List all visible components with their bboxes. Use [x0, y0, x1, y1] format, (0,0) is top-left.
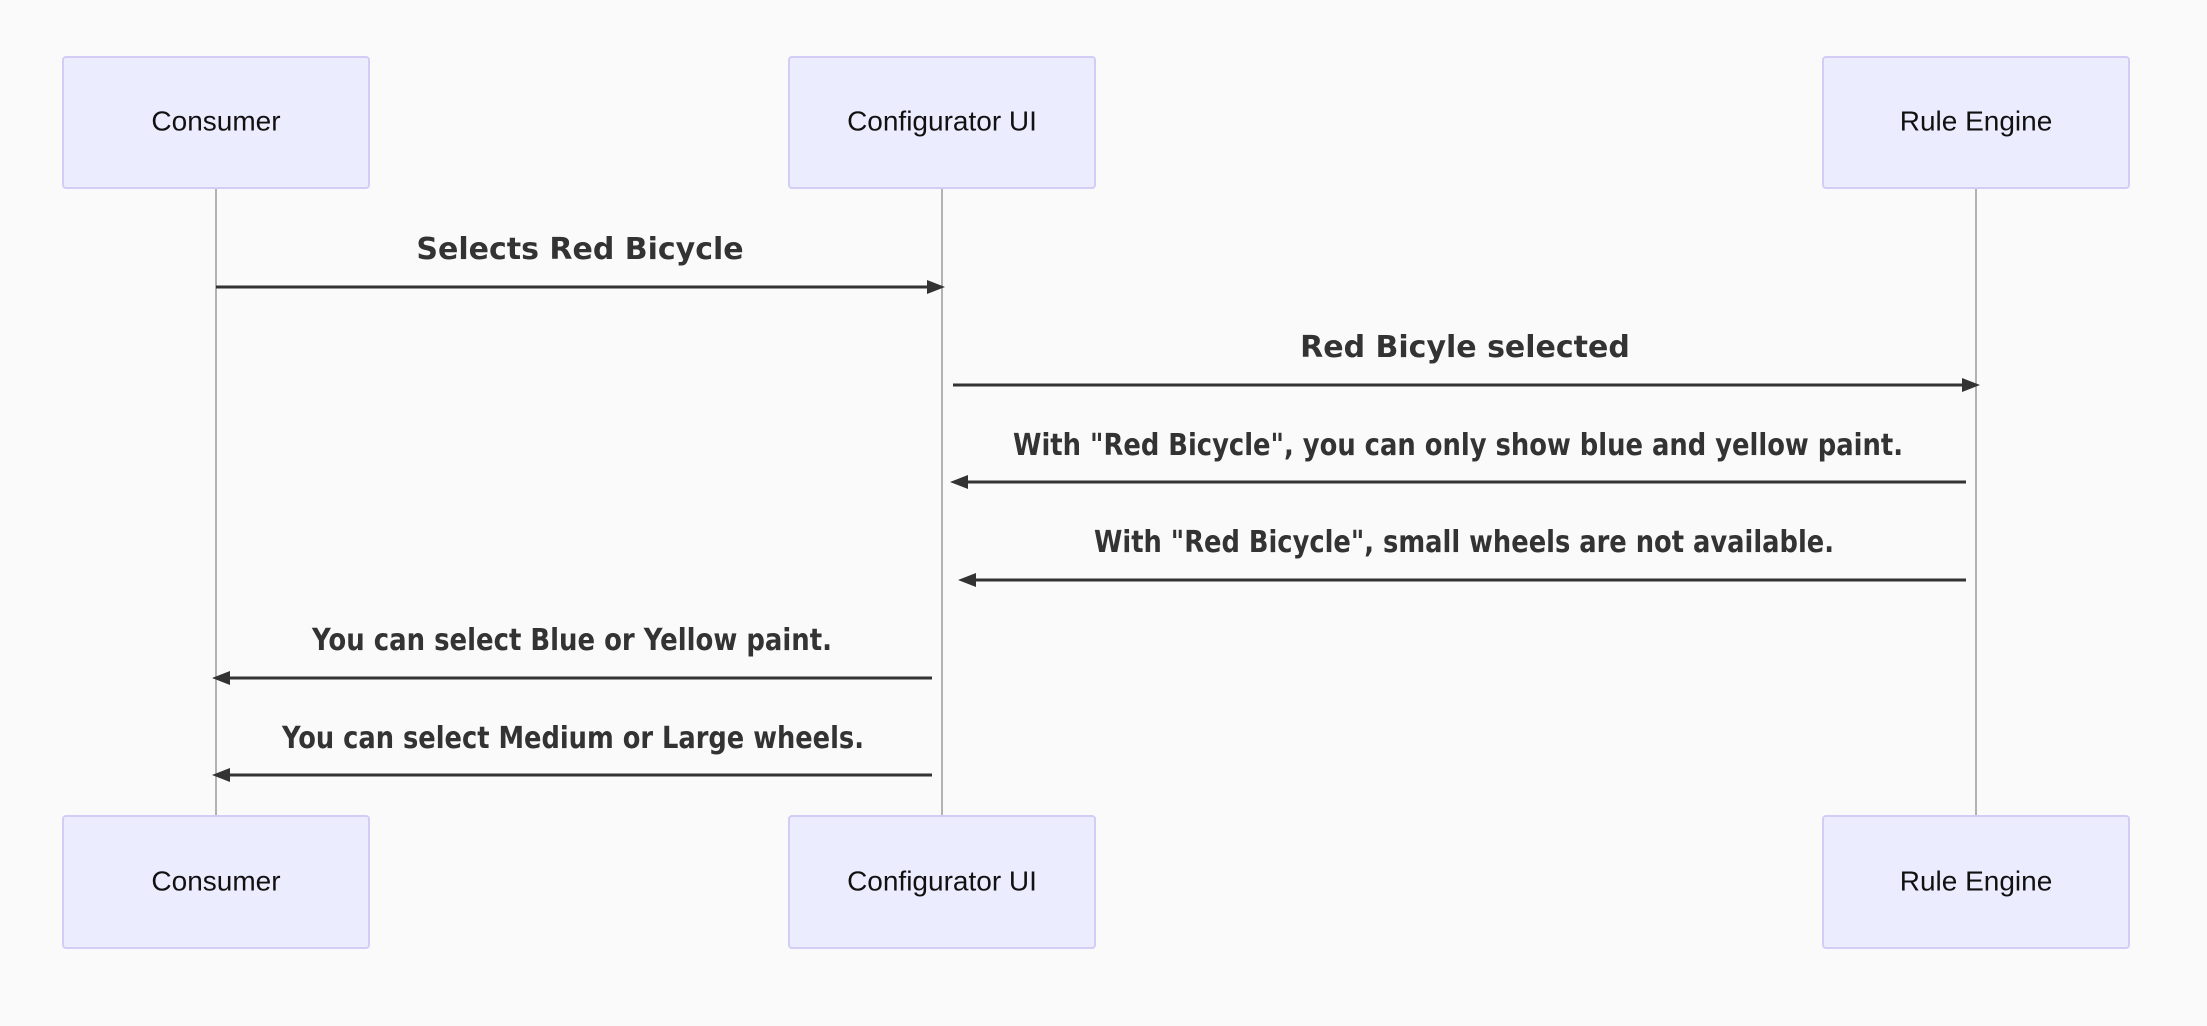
- actor-rule-engine-top: Rule Engine: [1822, 56, 2130, 189]
- message-3: With "Red Bicycle", you can only show bl…: [950, 428, 1966, 489]
- actor-configurator-top: Configurator UI: [788, 56, 1096, 189]
- message-2-label: Red Bicyle selected: [1300, 330, 1630, 365]
- actor-rule-engine-top-label: Rule Engine: [1900, 105, 2053, 136]
- message-4-label: With "Red Bicycle", small wheels are not…: [1094, 525, 1834, 560]
- actor-rule-engine-bottom-label: Rule Engine: [1900, 865, 2053, 896]
- actor-consumer-bottom-label: Consumer: [151, 865, 280, 896]
- message-6-label: You can select Medium or Large wheels.: [281, 721, 864, 756]
- actor-configurator-bottom-label: Configurator UI: [847, 865, 1037, 896]
- actor-consumer-bottom: Consumer: [62, 815, 370, 949]
- message-4: With "Red Bicycle", small wheels are not…: [958, 525, 1966, 587]
- message-5-label: You can select Blue or Yellow paint.: [311, 623, 832, 658]
- message-2-arrowhead: [1962, 378, 1980, 392]
- message-5: You can select Blue or Yellow paint.: [212, 623, 932, 685]
- message-6-arrowhead: [212, 768, 230, 782]
- message-1-arrowhead: [927, 280, 945, 294]
- message-2: Red Bicyle selected: [953, 330, 1980, 392]
- actor-consumer-top-label: Consumer: [151, 105, 280, 136]
- message-4-arrowhead: [958, 573, 976, 587]
- actor-configurator-top-label: Configurator UI: [847, 105, 1037, 136]
- actor-configurator-bottom: Configurator UI: [788, 815, 1096, 949]
- message-1: Selects Red Bicycle: [216, 232, 945, 294]
- message-6: You can select Medium or Large wheels.: [212, 721, 932, 782]
- actor-consumer-top: Consumer: [62, 56, 370, 189]
- message-1-label: Selects Red Bicycle: [416, 232, 743, 267]
- actor-rule-engine-bottom: Rule Engine: [1822, 815, 2130, 949]
- message-3-arrowhead: [950, 475, 968, 489]
- message-5-arrowhead: [212, 671, 230, 685]
- message-3-label: With "Red Bicycle", you can only show bl…: [1013, 428, 1903, 463]
